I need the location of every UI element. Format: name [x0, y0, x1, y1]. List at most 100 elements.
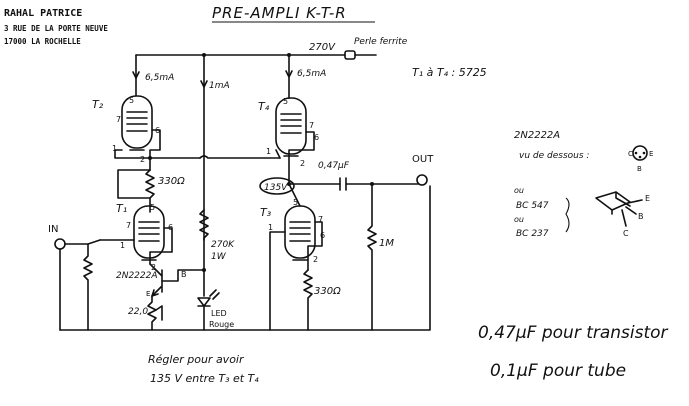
to92-side-view	[595, 191, 643, 227]
transistor-base-wire	[161, 269, 205, 282]
input-jack	[54, 238, 66, 250]
divider-resistor-value: 270K	[211, 240, 235, 250]
coupling-cap-label: 0,47µF	[318, 161, 350, 171]
led-rays	[209, 289, 220, 300]
t1-cathode-wire	[149, 227, 173, 265]
node-voltage-circle	[259, 177, 295, 195]
output-jack	[416, 174, 428, 186]
t2-grid-wire	[114, 149, 201, 159]
t1-pin5: 5	[150, 203, 155, 212]
transistor-emitter-arrow	[151, 289, 159, 297]
pin-dot-c	[634, 151, 638, 155]
resistor-330-t2-t1	[145, 169, 155, 213]
t2-cathode-junction	[148, 156, 152, 160]
author-city: 17000 LA ROCHELLE	[4, 37, 81, 46]
divider-resistor	[199, 209, 209, 297]
supply-voltage: 270V	[309, 42, 336, 53]
pin-dot-e	[642, 151, 646, 155]
pinout-c: C	[628, 150, 633, 158]
t4-current-arrow	[285, 70, 293, 78]
cap-note-transistor: 0,47µF pour transistor	[478, 323, 669, 343]
t3-pin1: 1	[268, 223, 273, 232]
ferrite-label: Perle ferrite	[354, 37, 408, 47]
transistor-b-label: B	[181, 270, 187, 279]
cap-note-tube: 0,1µF pour tube	[490, 361, 626, 381]
pinout-or2: ou	[514, 215, 524, 224]
ground-bus	[59, 185, 431, 331]
pinout-c2: C	[623, 229, 629, 238]
output-label: OUT	[412, 154, 434, 165]
output-resistor-label: 1M	[379, 238, 394, 249]
divider-resistor-power: 1W	[211, 252, 227, 262]
resistor-330-t3-label: 330Ω	[314, 286, 341, 297]
t4-current: 6,5mA	[297, 69, 326, 79]
t3-pin5: 5	[293, 198, 298, 207]
t1-pin7: 7	[126, 221, 131, 230]
pinout-alt2: BC 237	[516, 229, 549, 239]
input-resistor	[83, 243, 93, 331]
t4-pin6: 6	[314, 133, 319, 142]
pinout-alt1: BC 547	[516, 201, 549, 211]
pot-label: 22,0	[128, 307, 148, 317]
tube-t3	[284, 205, 316, 261]
t4-pin2: 2	[300, 159, 305, 168]
t4-pin1: 1	[266, 147, 271, 156]
tube-t2	[121, 95, 153, 151]
led-label1: LED	[211, 309, 227, 318]
author-street: 3 RUE DE LA PORTE NEUVE	[4, 24, 108, 33]
coupling-capacitor	[339, 177, 347, 191]
pinout-title: 2N2222A	[514, 130, 560, 141]
diagram-title: PRE-AMPLI K-T-R	[212, 4, 347, 22]
pinout-e: E	[649, 150, 653, 158]
led-label2: Rouge	[209, 320, 234, 329]
node-voltage: 135V	[264, 183, 288, 193]
pinout-b2: B	[638, 212, 644, 221]
pinout-or1: ou	[514, 186, 524, 195]
t2-label: T₂	[92, 98, 104, 111]
t1-pin1: 1	[120, 241, 125, 250]
t2-current: 6,5mA	[145, 73, 174, 83]
t2-pin1: 1	[112, 144, 117, 153]
pinout-e2: E	[645, 194, 650, 203]
t4-pin5: 5	[283, 97, 288, 106]
resistor-330-t3	[303, 269, 313, 331]
t3-grid-wire	[269, 231, 286, 331]
alt-brace	[565, 197, 570, 233]
t1-plate-wire	[117, 169, 151, 199]
pinout-view: vu de dessous :	[519, 151, 589, 161]
t1-label: T₁	[116, 202, 127, 215]
adjust-note-line2: 135 V entre T₃ et T₄	[150, 372, 259, 385]
t4-cathode-wire	[288, 131, 315, 185]
input-wire	[64, 239, 101, 245]
t2-pin7: 7	[116, 115, 121, 124]
t2-pin5: 5	[129, 96, 134, 105]
transistor-label: 2N2222A	[116, 271, 158, 281]
tube-types-note: T₁ à T₄ : 5725	[412, 66, 487, 79]
t3-label: T₃	[260, 206, 272, 219]
t3-pin7: 7	[318, 215, 323, 224]
t3-plate-wire	[288, 183, 301, 207]
divider-current-arrow	[200, 80, 208, 88]
resistor-330-label: 330Ω	[158, 176, 185, 187]
adjust-note-line1: Régler pour avoir	[148, 353, 245, 366]
t3-cathode-wire	[307, 221, 323, 271]
transistor-e-label: E	[146, 290, 150, 298]
pinout-b: B	[637, 165, 642, 173]
tube-t1	[133, 205, 165, 261]
output-resistor	[367, 183, 377, 331]
t4-label: T₄	[258, 100, 270, 113]
input-label: IN	[48, 224, 58, 235]
pot-wiper	[155, 305, 163, 321]
t4-grid-wire	[275, 149, 281, 159]
t4-pin7: 7	[309, 121, 314, 130]
grid-bus-wire	[199, 155, 281, 159]
author-name: RAHAL PATRICE	[4, 8, 82, 19]
t2-current-arrow	[132, 71, 140, 79]
ferrite-bead	[344, 50, 356, 60]
tube-t4	[275, 97, 307, 157]
pot-resistor	[147, 295, 157, 331]
divider-current: 1mA	[209, 81, 230, 91]
t2-pin2: 2	[140, 155, 145, 164]
to92-bottom-view	[632, 145, 648, 161]
